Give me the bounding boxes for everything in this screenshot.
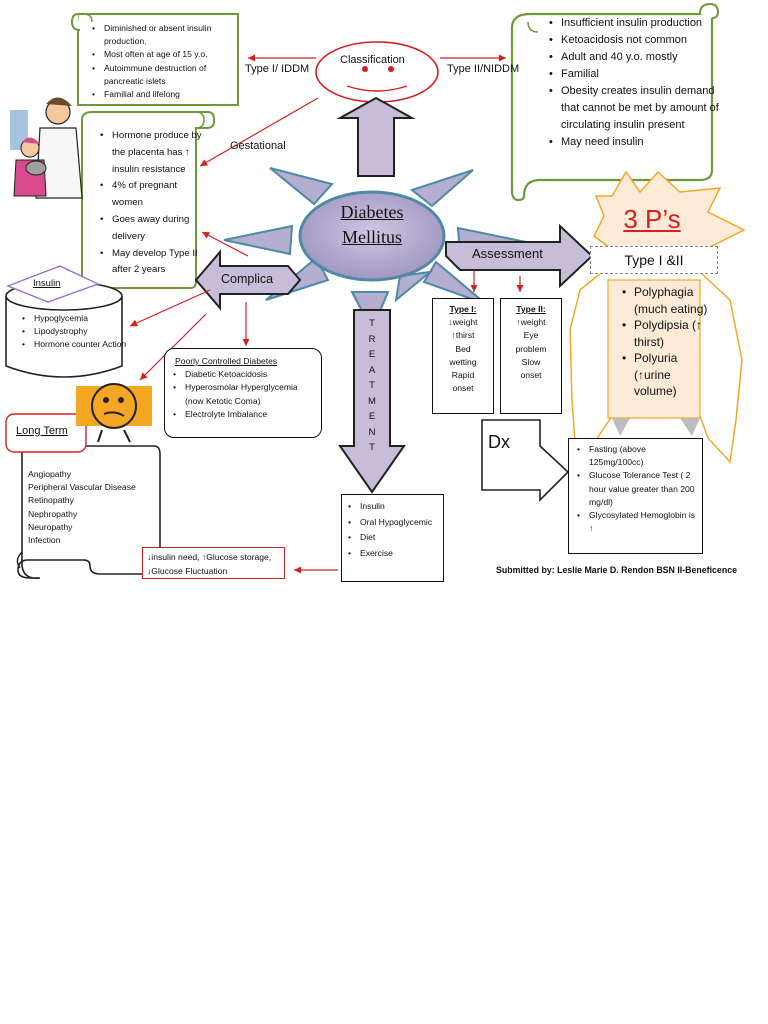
type1-item: Autoimmune destruction of pancreatic isl…: [92, 62, 247, 88]
treatment-box: Insulin Oral Hypoglycemic Diet Exercise: [341, 494, 444, 582]
longterm-item: Nephropathy: [28, 508, 78, 519]
type2-item: Adult and 40 y.o. mostly: [549, 49, 719, 66]
classification-ellipse: [315, 41, 439, 103]
gestational-item: May develop Type II after 2 years: [100, 246, 206, 280]
type2-item: May need insulin: [549, 134, 719, 151]
treatment-letter: N: [368, 426, 376, 438]
treatment-letter: T: [369, 380, 375, 391]
assessment-type1-line: ↑thirst: [451, 330, 475, 341]
assessment-type1-title: Type I:: [449, 304, 477, 314]
confused-face-icon: [76, 383, 152, 443]
assessment-type2-title: Type II:: [516, 304, 546, 314]
type1-item: Familial and lifelong: [92, 88, 247, 101]
assessment-label: Assessment: [472, 246, 543, 261]
treatment-letter: E: [368, 411, 376, 422]
type2-niddm-label: Type II/NIDDM: [447, 63, 520, 75]
longterm-list: Angiopathy Peripheral Vascular Disease R…: [28, 468, 158, 547]
classification-label: Classification: [340, 54, 405, 66]
three-ps-list: Polyphagia (much eating) Polydipsia (↑ t…: [620, 284, 716, 400]
longterm-item: Infection: [28, 535, 61, 546]
submitted-by: Submitted by: Leslie Marie D. Rendon BSN…: [496, 565, 737, 575]
assessment-type2-box: Type II: ↑weight Eye problem Slow onset: [500, 298, 562, 414]
treatment-letter: T: [369, 442, 375, 453]
treatment-note: ↓insulin need, ↑Glucose storage, ↓Glucos…: [142, 547, 285, 579]
type2-item: Obesity creates insulin demand that cann…: [549, 83, 719, 134]
gestational-list: Hormone produce by the placenta has ↑ in…: [98, 128, 206, 279]
complications-arrow: [194, 249, 302, 311]
dx-arrow: [481, 419, 570, 502]
assessment-type1-line: onset: [452, 383, 474, 394]
type1-item: Most often at age of 15 y.o.: [92, 48, 247, 61]
gestational-item: Hormone produce by the placenta has ↑ in…: [100, 128, 206, 178]
treatment-letter: R: [368, 333, 376, 345]
type2-list: Insufficient insulin production Ketoacid…: [547, 15, 719, 151]
three-ps-item: Polydipsia (↑ thirst): [622, 317, 716, 350]
treatment-item: Insulin: [348, 499, 439, 515]
center-title-line1: Diabetes: [340, 202, 404, 222]
treatment-letter: E: [368, 349, 376, 360]
poorly-item: Hyperosmolar Hyperglycemia (now Ketotic …: [173, 381, 315, 407]
poorly-item: Electrolyte Imbalance: [173, 408, 315, 421]
treatment-letter: A: [368, 364, 376, 376]
poorly-item: Diabetic Ketoacidosis: [173, 368, 315, 381]
type1-list: Diminished or absent insulin production.…: [90, 22, 247, 101]
dx-box: Fasting (above 125mg/100cc) Glucose Tole…: [568, 438, 703, 554]
center-title: Diabetes Mellitus: [310, 200, 434, 250]
three-ps-item: Polyphagia (much eating): [622, 284, 716, 317]
dx-label: Dx: [488, 432, 510, 452]
insulin-item: Hormone counter Action: [22, 338, 128, 351]
assessment-type1-line: Rapid: [451, 370, 475, 381]
center-title-line2: Mellitus: [341, 227, 402, 247]
assessment-arrow: [445, 223, 594, 289]
assessment-type2-line: onset: [520, 370, 542, 381]
type2-item: Familial: [549, 66, 719, 83]
type2-item: Insufficient insulin production: [549, 15, 719, 32]
longterm-item: Neuropathy: [28, 521, 73, 532]
assessment-type1-box: Type I: ↓weight ↑thirst Bed wetting Rapi…: [432, 298, 494, 414]
three-ps-title: 3 P’s: [623, 204, 681, 234]
assessment-type2-line: ↑weight: [516, 317, 546, 328]
treatment-word: T R E A T M E N T: [364, 316, 380, 456]
treatment-letter: T: [369, 318, 375, 329]
insulin-item: Hypoglycemia: [22, 312, 128, 325]
connector-arrows: [129, 54, 524, 574]
poorly-controlled-box: Poorly Controlled Diabetes Diabetic Keto…: [164, 348, 322, 438]
three-ps-subtitle: Type I &II: [590, 246, 718, 274]
poorly-controlled-title: Poorly Controlled Diabetes: [175, 356, 278, 366]
assessment-type1-line: Bed: [455, 343, 471, 354]
complications-label: Complica: [221, 272, 274, 286]
treatment-item: Exercise: [348, 546, 439, 562]
treatment-item: Oral Hypoglycemic: [348, 515, 439, 531]
doctor-clipart-icon: [10, 97, 83, 199]
dx-item: Fasting (above 125mg/100cc): [577, 443, 698, 469]
longterm-item: Angiopathy: [28, 469, 72, 479]
center-rays: [223, 167, 527, 333]
three-ps-item: Polyuria (↑urine volume): [622, 350, 716, 400]
insulin-title: Insulin: [33, 278, 61, 289]
type1-item: Diminished or absent insulin production.: [92, 22, 247, 48]
dx-item: Glycosylated Hemoglobin is ↑: [577, 509, 698, 535]
longterm-item: Peripheral Vascular Disease: [28, 482, 136, 493]
longterm-item: Retinopathy: [28, 495, 74, 506]
assessment-type2-line: Eye: [523, 330, 539, 341]
type2-item: Ketoacidosis not common: [549, 32, 719, 49]
dx-item: Glucose Tolerance Test ( 2 hour value gr…: [577, 469, 698, 509]
up-arrow: [336, 96, 416, 177]
insulin-list: Hypoglycemia Lipodystrophy Hormone count…: [20, 312, 128, 352]
treatment-arrow: [338, 309, 406, 494]
assessment-type1-line: ↓weight: [448, 317, 478, 328]
gestational-label: Gestational: [230, 140, 286, 152]
type1-iddm-label: Type I/ IDDM: [245, 63, 310, 75]
assessment-type2-line: problem: [515, 343, 547, 354]
center-ellipse: [298, 190, 446, 282]
gestational-item: 4% of pregnant women: [100, 178, 206, 212]
longterm-title: Long Term: [16, 425, 68, 437]
assessment-type2-line: Slow: [521, 356, 541, 367]
treatment-item: Diet: [348, 530, 439, 546]
gestational-item: Goes away during delivery: [100, 212, 206, 246]
insulin-item: Lipodystrophy: [22, 325, 128, 338]
assessment-type1-line: wetting: [449, 356, 477, 367]
longterm-tag: [5, 413, 87, 453]
treatment-letter: M: [368, 395, 376, 407]
